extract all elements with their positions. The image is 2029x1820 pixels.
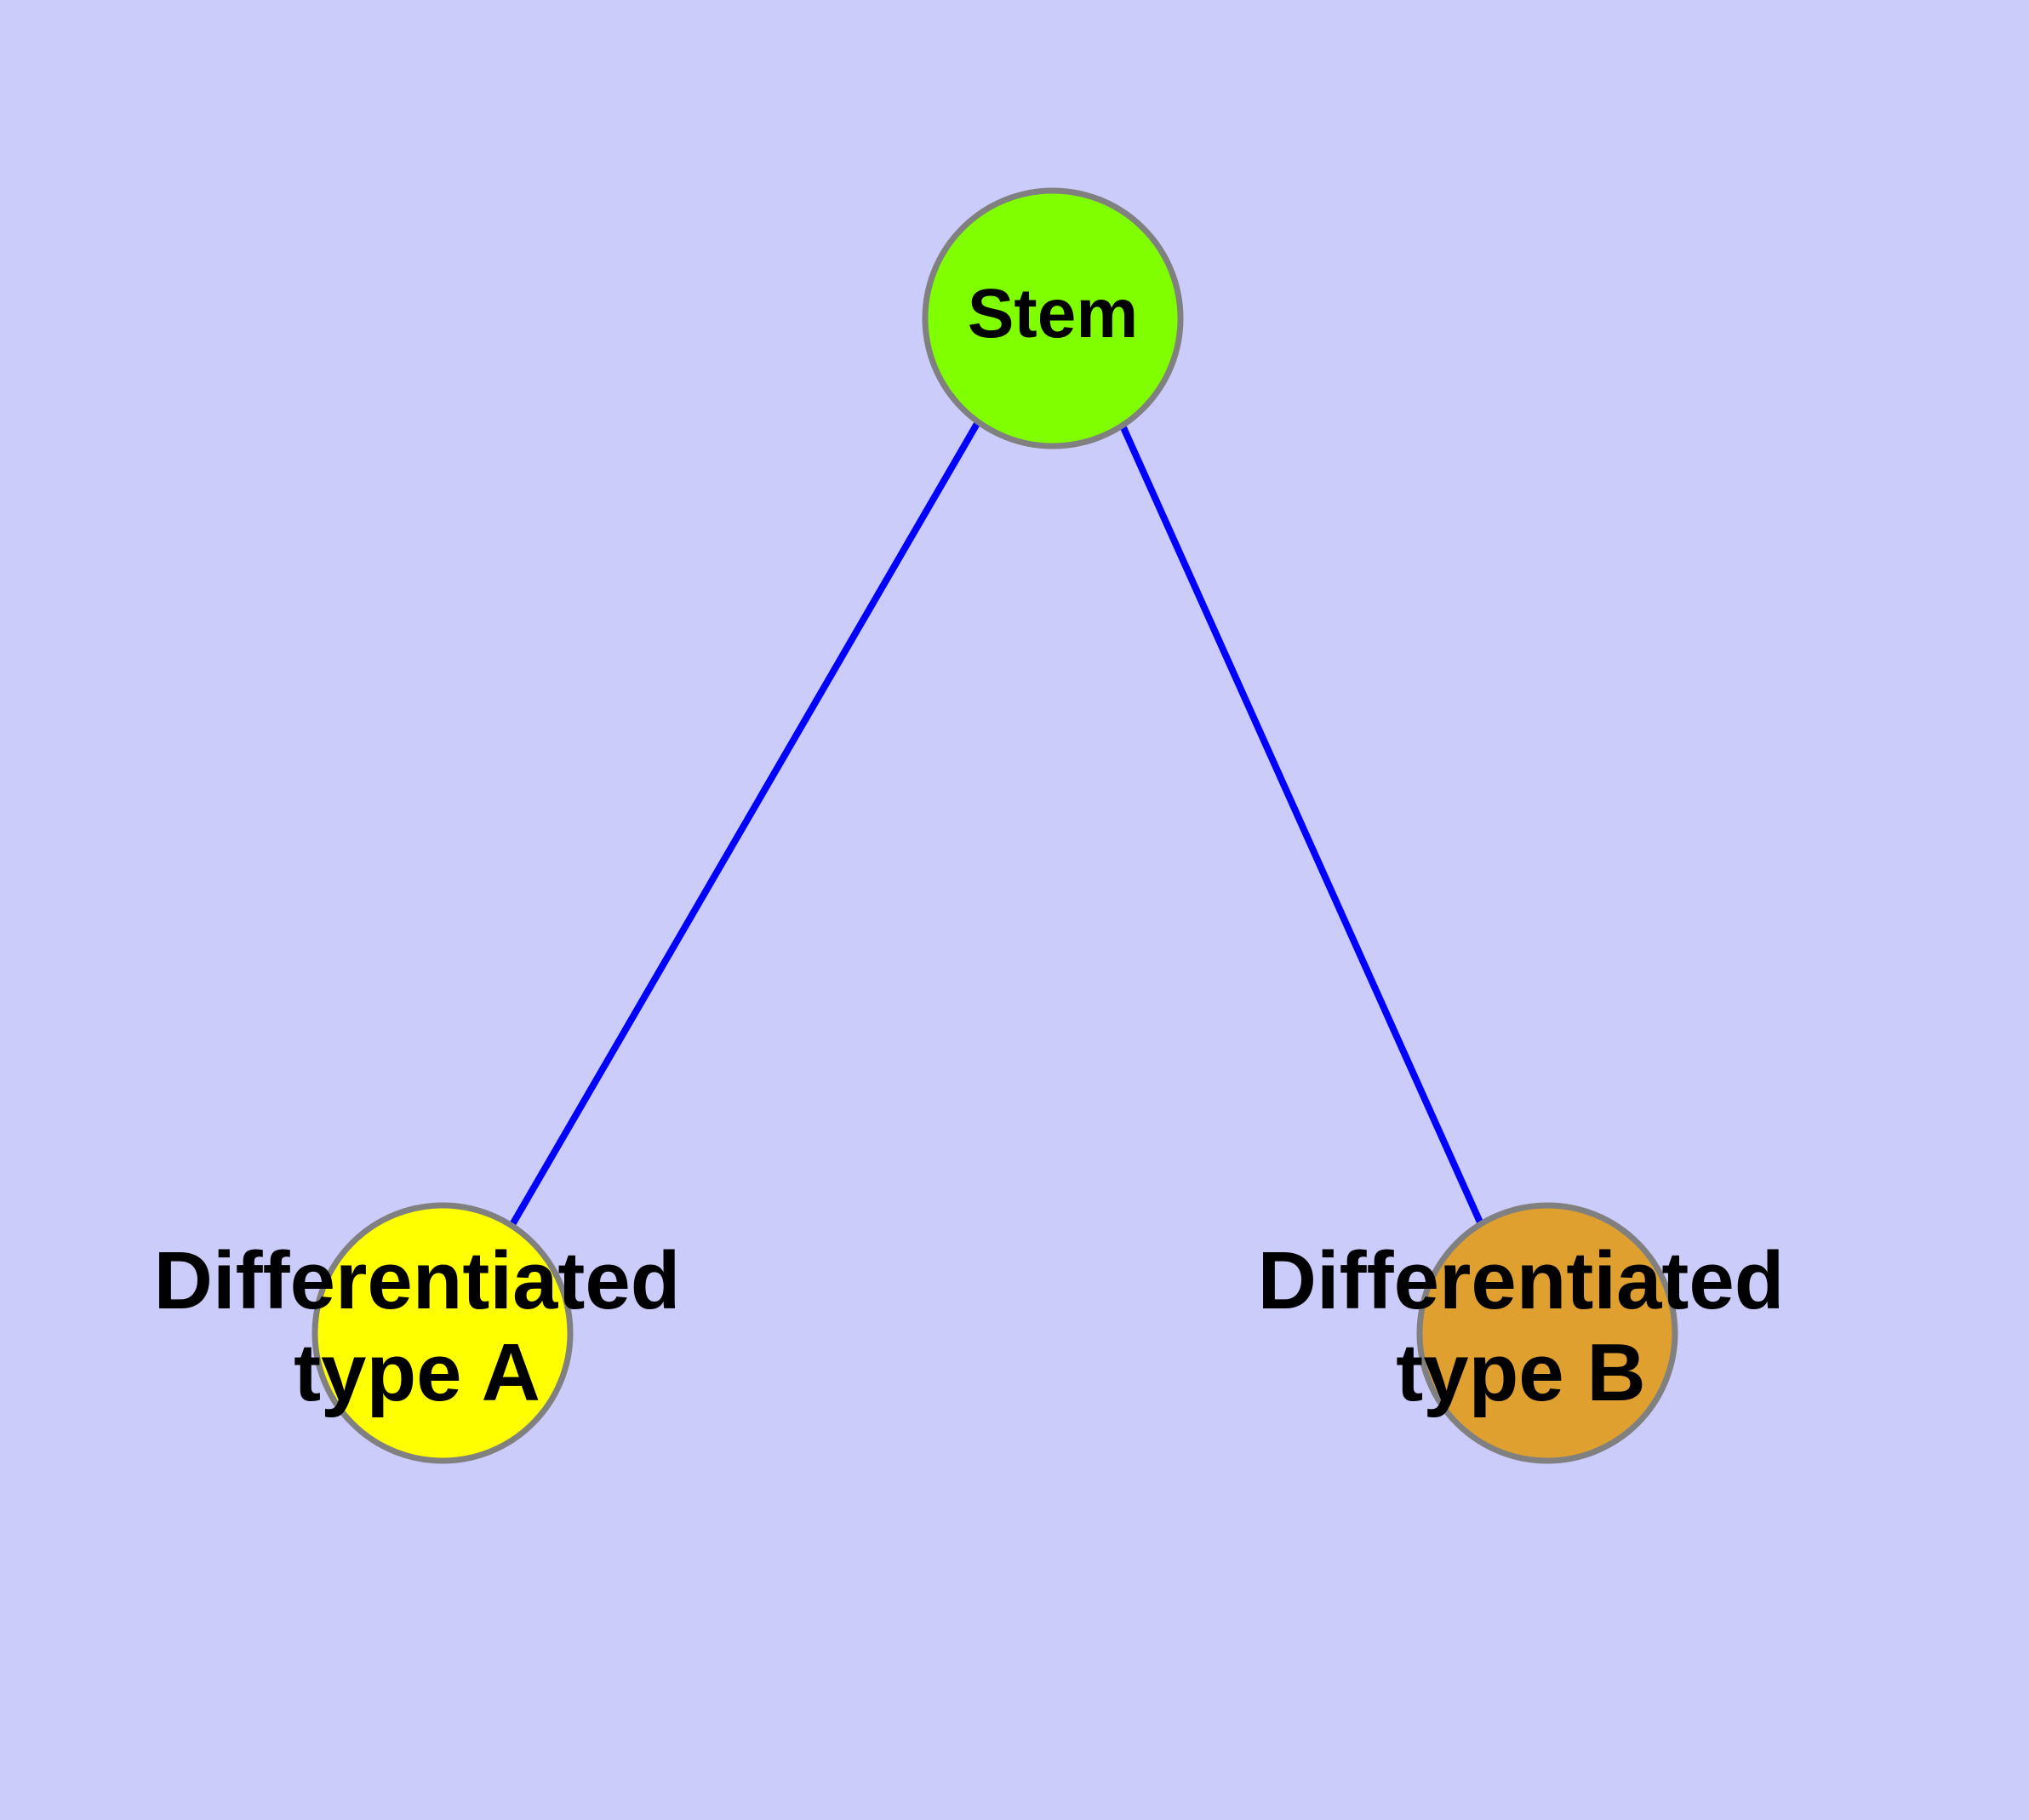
node-label-stem: Stem [968,275,1139,352]
edge-stem-to-diff_b [1119,424,1484,1226]
edge-stem-to-diff_a [507,420,981,1230]
edges-group [507,420,1484,1230]
node-label-line: type B [1396,1327,1645,1418]
node-circle-diff_a[interactable] [311,1202,574,1464]
node-circle-diff_b[interactable] [1416,1202,1678,1464]
node-label-line: Differentiated [154,1236,681,1327]
nodes-group [311,187,1678,1464]
node-label-line: Differentiated [1258,1236,1785,1327]
node-circle-stem[interactable] [922,187,1184,449]
node-label-line: type A [294,1327,540,1418]
node-label-line: Stem [968,275,1139,352]
